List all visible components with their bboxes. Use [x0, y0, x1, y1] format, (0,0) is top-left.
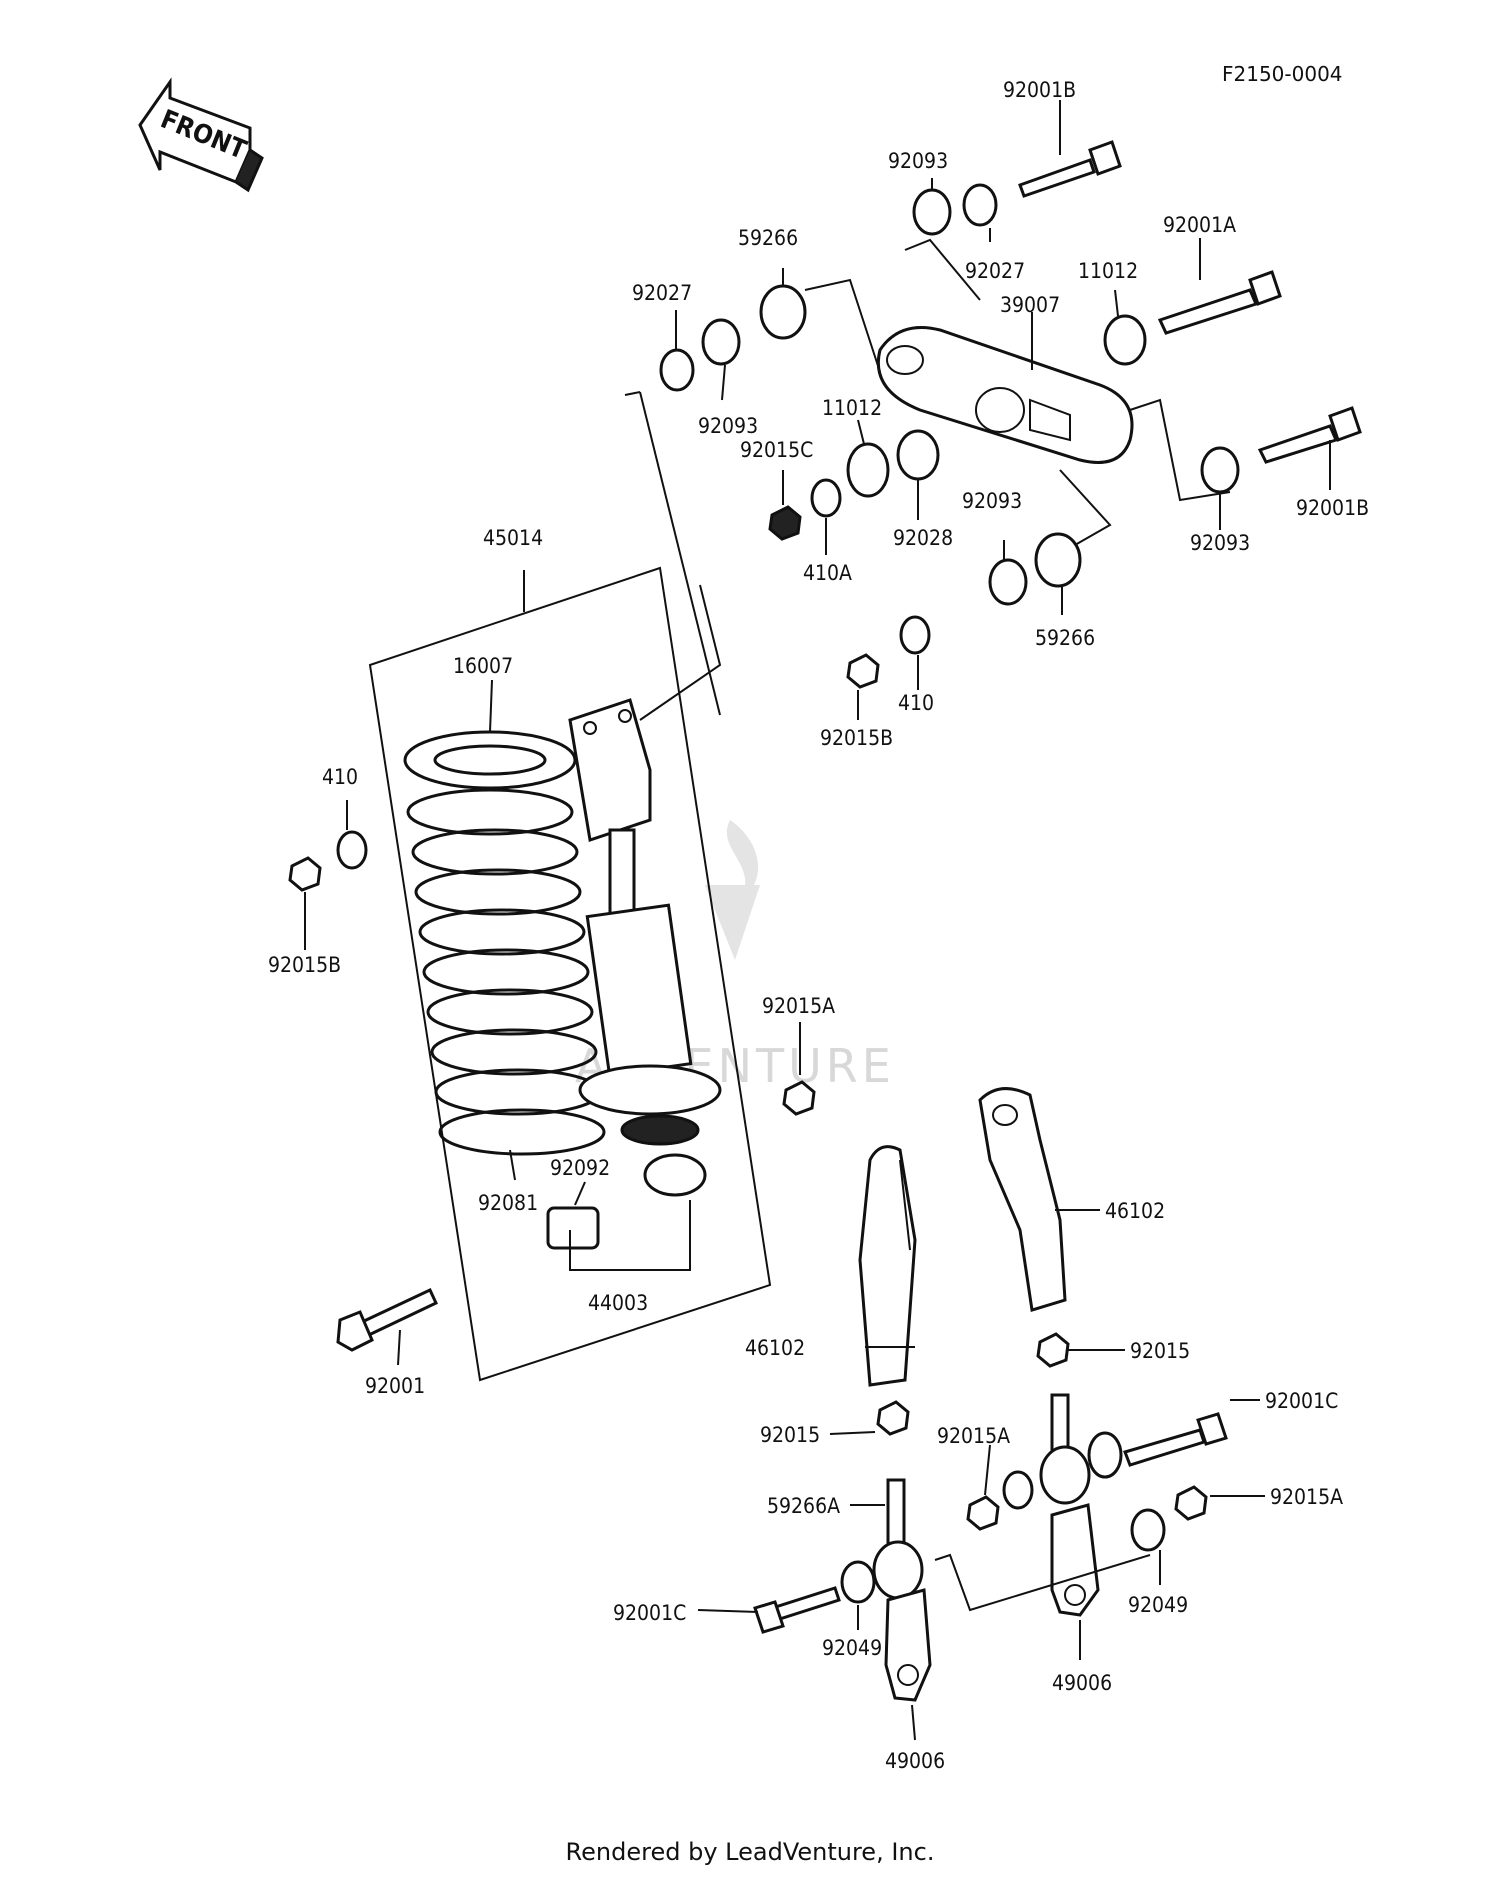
label-92015A-b: 92015A	[937, 1424, 1010, 1448]
front-arrow-icon: FRONT	[138, 77, 264, 193]
label-92049-right: 92049	[1128, 1593, 1188, 1617]
label-92049-left: 92049	[822, 1636, 882, 1660]
bushing-59266-a	[759, 284, 807, 340]
washer-410A	[810, 478, 842, 518]
nut-92015B-left	[288, 830, 368, 892]
label-92093-d: 92093	[1190, 531, 1250, 555]
washer-92015A-mid	[1002, 1470, 1034, 1510]
label-49006-left: 49006	[885, 1749, 945, 1773]
bolt-92001B-top	[1018, 158, 1096, 198]
label-92092: 92092	[550, 1156, 610, 1180]
label-92015-left: 92015	[760, 1423, 820, 1447]
collar-92092	[546, 1206, 600, 1250]
label-45014: 45014	[483, 526, 543, 550]
label-92001B-right: 92001B	[1296, 496, 1369, 520]
label-59266A: 59266A	[767, 1494, 840, 1518]
label-92015A-a: 92015A	[762, 994, 835, 1018]
label-92027-a: 92027	[965, 259, 1025, 283]
washer-92049-upper	[1087, 1431, 1123, 1479]
label-92093-a: 92093	[888, 149, 948, 173]
bushing-59266-b	[1034, 532, 1082, 588]
watermark-logo-icon	[705, 820, 760, 960]
washer-92027-a	[962, 183, 998, 227]
label-92001A: 92001A	[1163, 213, 1236, 237]
nut-92015B-a	[846, 653, 880, 689]
label-92015A-c: 92015A	[1270, 1485, 1343, 1509]
label-92001C-right: 92001C	[1265, 1389, 1338, 1413]
tie-rod-46102-left	[858, 1145, 917, 1387]
label-92027-b: 92027	[632, 281, 692, 305]
label-39007: 39007	[1000, 293, 1060, 317]
label-92015C: 92015C	[740, 438, 813, 462]
nut-92015C	[768, 505, 802, 541]
label-92001: 92001	[365, 1374, 425, 1398]
label-44003: 44003	[588, 1291, 648, 1315]
label-92015B-b: 92015B	[268, 953, 341, 977]
label-92001B-top: 92001B	[1003, 78, 1076, 102]
label-11012-b: 11012	[822, 396, 882, 420]
bushing-11012-b	[846, 442, 890, 498]
washer-92049-right	[1130, 1508, 1166, 1552]
collar-92028	[896, 429, 940, 481]
nut-92015-left	[876, 1400, 910, 1436]
bolt-92001B-right	[1257, 424, 1339, 464]
nut-92015A-c	[1174, 1485, 1208, 1521]
label-92015-right: 92015	[1130, 1339, 1190, 1363]
label-92001C-left: 92001C	[613, 1601, 686, 1625]
washer-92049-left	[840, 1560, 876, 1604]
washer-92093-b	[701, 318, 741, 366]
label-59266-a: 59266	[738, 226, 798, 250]
diagram-code: F2150-0004	[1222, 62, 1343, 86]
washer-92093-a	[912, 188, 952, 236]
label-410-a: 410	[898, 691, 934, 715]
label-49006-right: 49006	[1052, 1671, 1112, 1695]
label-46102-left: 46102	[745, 1336, 805, 1360]
nut-92015A-center	[782, 1080, 816, 1116]
tie-rod-46102-right	[978, 1087, 1067, 1312]
rod-end-49006-right	[1050, 1503, 1100, 1617]
tie-rod-39007	[876, 326, 1134, 464]
washer-410-a	[899, 615, 931, 655]
label-16007: 16007	[453, 654, 513, 678]
rod-end-49006-left	[884, 1588, 932, 1702]
nut-92015A-b	[966, 1495, 1000, 1531]
washer-92027-b	[659, 348, 695, 392]
washer-92093-c	[988, 558, 1028, 606]
label-11012-a: 11012	[1078, 259, 1138, 283]
bolt-92001A	[1157, 288, 1259, 335]
rod-end-59266A-left	[886, 1478, 906, 1552]
label-92015B-a: 92015B	[820, 726, 893, 750]
bushing-11012-a	[1103, 314, 1147, 366]
bracket-44003	[569, 1200, 691, 1271]
label-59266-b: 59266	[1035, 626, 1095, 650]
bolt-92001C-right	[1123, 1428, 1206, 1467]
ball-joint-right	[1039, 1445, 1091, 1505]
label-92093-c: 92093	[962, 489, 1022, 513]
shock-absorber	[568, 698, 722, 1197]
label-92028: 92028	[893, 526, 953, 550]
footer-credit: Rendered by LeadVenture, Inc.	[565, 1838, 935, 1866]
label-46102-right: 46102	[1105, 1199, 1165, 1223]
ball-joint-left	[872, 1540, 924, 1600]
nut-92015-right	[1036, 1332, 1070, 1368]
label-410-b: 410	[322, 765, 358, 789]
label-410A: 410A	[803, 561, 852, 585]
label-92081: 92081	[478, 1191, 538, 1215]
label-92093-b: 92093	[698, 414, 758, 438]
shock-assembly-box	[368, 566, 772, 1382]
bolt-92001	[336, 1287, 438, 1352]
washer-92093-d	[1200, 446, 1240, 494]
